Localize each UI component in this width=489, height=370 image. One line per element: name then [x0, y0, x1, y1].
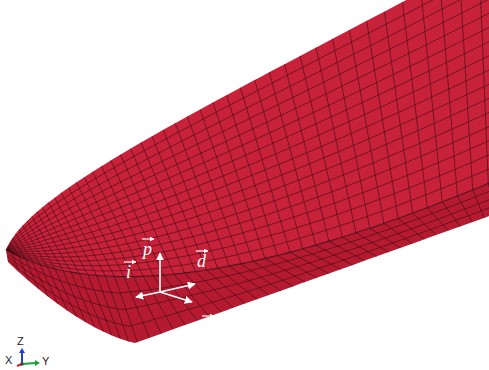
vector-symbol: n: [203, 313, 212, 331]
mesh-lines: [6, 0, 489, 342]
fe-mesh: [6, 0, 489, 343]
axis-label: Z: [17, 336, 24, 347]
deck-face: [6, 0, 489, 277]
vector-symbol: i: [126, 263, 131, 281]
axis-label: X: [5, 355, 12, 366]
axis-triad: [17, 348, 40, 366]
axis-label: Y: [42, 356, 49, 367]
direction-vectors: [124, 239, 214, 316]
vector-symbol: d: [197, 252, 206, 270]
vector-symbol: p: [143, 240, 152, 258]
